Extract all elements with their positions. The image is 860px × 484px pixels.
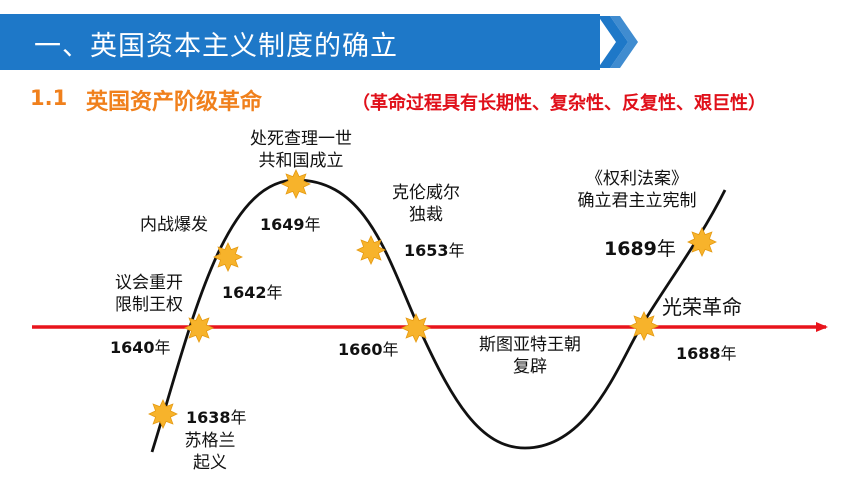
event-label-line: 内战爆发 xyxy=(140,215,208,235)
year-1660: 1660年 xyxy=(338,336,399,360)
event-label-1640: 议会重开限制王权 xyxy=(104,272,194,316)
year-number: 1653 xyxy=(404,241,449,260)
year-1638: 1638年 xyxy=(186,404,247,428)
star-marker-icon-1653 xyxy=(356,235,386,265)
event-label-line: 光荣革命 xyxy=(662,295,742,319)
event-label-line: 斯图亚特王朝 xyxy=(479,335,581,355)
event-label-line: 限制王权 xyxy=(115,295,183,315)
event-label-1638: 苏格兰起义 xyxy=(170,430,250,474)
year-number: 1660 xyxy=(338,340,383,359)
event-label-line: 确立君主立宪制 xyxy=(577,191,697,211)
section-title: 英国资产阶级革命 xyxy=(86,90,263,115)
event-label-line: 议会重开 xyxy=(115,273,183,293)
event-label-line: 克伦威尔 xyxy=(392,183,460,203)
event-label-line: 独裁 xyxy=(409,205,443,225)
year-number: 1649 xyxy=(260,215,305,234)
year-1688: 1688年 xyxy=(676,340,737,364)
star-marker-icon-1689 xyxy=(687,227,717,257)
star-marker-icon-1640 xyxy=(184,313,214,343)
year-unit: 年 xyxy=(382,340,399,359)
star-marker-icon-1649 xyxy=(281,169,311,199)
event-label-1653: 克伦威尔独裁 xyxy=(386,182,466,226)
year-1649: 1649年 xyxy=(260,211,321,235)
event-label-1688: 光荣革命 xyxy=(662,294,742,320)
event-label-1642: 内战爆发 xyxy=(140,214,208,236)
event-label-1689: 《权利法案》确立君主立宪制 xyxy=(552,168,722,212)
section-note: （革命过程具有长期性、复杂性、反复性、艰巨性） xyxy=(352,93,766,114)
year-unit: 年 xyxy=(448,241,465,260)
page-title: 一、英国资本主义制度的确立 xyxy=(34,31,398,62)
year-number: 1689 xyxy=(604,238,657,260)
header-banner xyxy=(0,14,600,70)
star-marker-icon-1660 xyxy=(401,313,431,343)
year-unit: 年 xyxy=(720,344,737,363)
year-number: 1642 xyxy=(222,283,267,302)
star-marker-icon-1638 xyxy=(148,399,178,429)
section-number: 1.1 xyxy=(30,86,68,110)
event-label-line: 《权利法案》 xyxy=(586,169,688,189)
star-marker-icon-1642 xyxy=(213,242,243,272)
year-number: 1640 xyxy=(110,338,155,357)
event-label-line: 处死查理一世 xyxy=(250,129,352,149)
year-unit: 年 xyxy=(266,283,283,302)
star-marker-icon-1688 xyxy=(629,311,659,341)
event-label-line: 苏格兰 xyxy=(184,431,236,451)
event-label-line: 复辟 xyxy=(513,357,547,377)
event-label-1660: 斯图亚特王朝复辟 xyxy=(460,334,600,378)
year-number: 1638 xyxy=(186,408,231,427)
year-unit: 年 xyxy=(230,408,247,427)
event-label-1649: 处死查理一世共和国成立 xyxy=(236,128,366,172)
event-label-line: 起义 xyxy=(193,453,227,473)
year-1689: 1689年 xyxy=(604,234,676,261)
year-unit: 年 xyxy=(656,238,676,260)
double-chevron-right-icon xyxy=(598,16,638,68)
year-unit: 年 xyxy=(154,338,171,357)
year-unit: 年 xyxy=(304,215,321,234)
year-1642: 1642年 xyxy=(222,279,283,303)
event-label-line: 共和国成立 xyxy=(258,151,344,171)
year-1653: 1653年 xyxy=(404,237,465,261)
year-number: 1688 xyxy=(676,344,721,363)
year-1640: 1640年 xyxy=(110,334,171,358)
